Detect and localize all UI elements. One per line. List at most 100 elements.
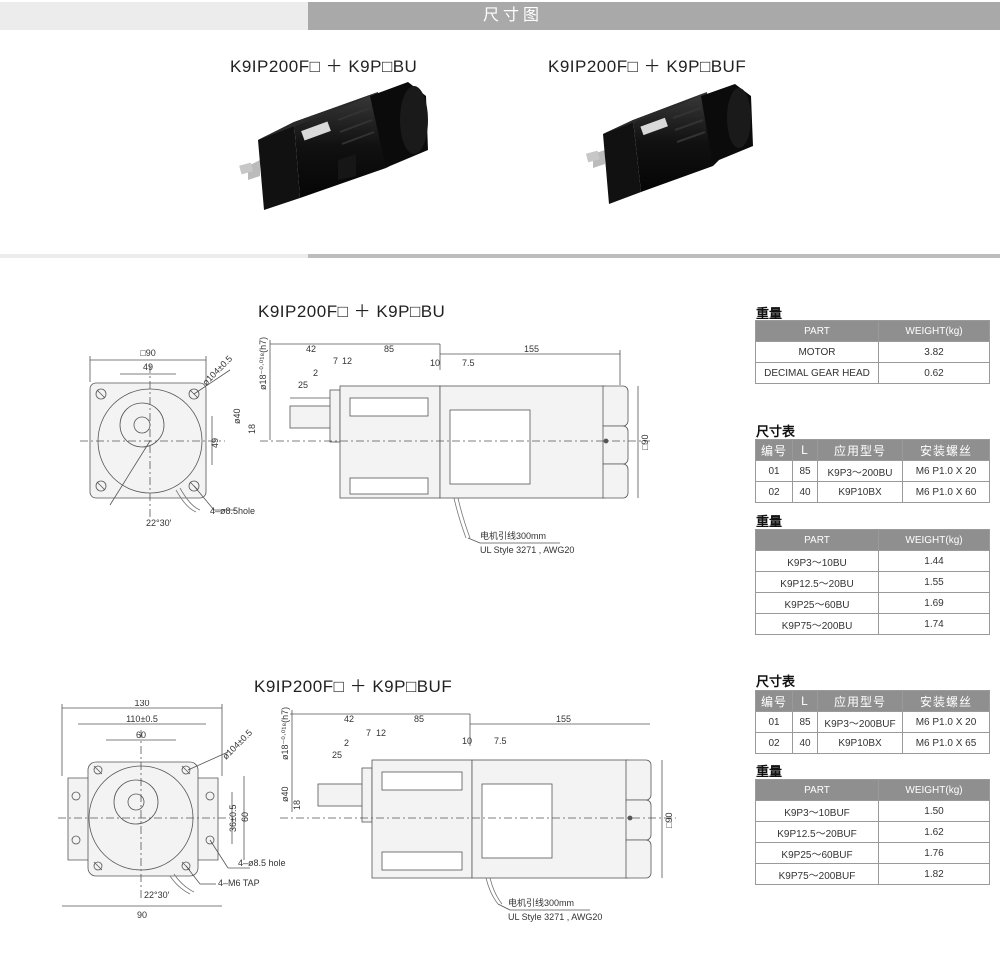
table-cell: 40: [792, 732, 818, 754]
dim-side-85: 85: [384, 344, 394, 354]
dim-buf-shaft-d18: ø18⁻⁰⋅⁰¹⁸(h7): [280, 707, 290, 760]
lead-buf-label-cn: 电机引线300mm: [508, 897, 574, 908]
table-cell: 3.82: [878, 341, 990, 363]
table-motor-weight: PART WEIGHT(kg) MOTOR 3.82 DECIMAL GEAR …: [755, 320, 990, 384]
dim-side-d40: ø40: [232, 408, 242, 424]
label-bu-weight: 重量: [756, 514, 783, 529]
dim-side-155: 155: [524, 344, 539, 354]
table-cell: K9P12.5～20BUF: [755, 821, 879, 843]
dim-buf-side-42: 42: [344, 714, 354, 724]
table-cell: K9P25～60BU: [755, 592, 879, 614]
drawing-title-buf: K9IP200F□ ＋ K9P□BUF: [254, 677, 453, 696]
table-cell: M6 P1.0 X 20: [902, 460, 990, 482]
header-bar-right: [308, 2, 1000, 30]
table-cell: M6 P1.0 X 60: [902, 481, 990, 503]
dim-front-inner: 49: [143, 362, 153, 372]
dim-buf-side-d40: ø40: [280, 786, 290, 802]
lead-buf-label-en: UL Style 3271 , AWG20: [508, 912, 602, 922]
dim-buf-130: 130: [134, 700, 149, 708]
table-cell: K9P3～200BU: [817, 460, 903, 482]
table-cell: 1.82: [878, 863, 990, 885]
table-row: 02 40 K9P10BX M6 P1.0 X 65: [755, 732, 990, 754]
table-header: WEIGHT(kg): [878, 779, 990, 801]
table-row: 01 85 K9P3～200BU M6 P1.0 X 20: [755, 460, 990, 482]
drawing-buf: 130 110±0.5 60 ø104±0.5 36±0.5 60 4–ø8.5…: [58, 700, 676, 922]
dim-buf-side-18: 18: [292, 800, 302, 810]
dim-side-7: 7: [333, 356, 338, 366]
table-cell: 1.55: [878, 571, 990, 593]
table-cell: 85: [792, 460, 818, 482]
dim-front-right: 49: [210, 438, 220, 448]
dim-buf-diam: ø104±0.5: [220, 727, 254, 761]
table-cell: K9P3～10BU: [755, 550, 879, 572]
product-title-buf: K9IP200F□ ＋ K9P□BUF: [548, 57, 747, 76]
dim-buf-side-25: 25: [332, 750, 342, 760]
table-cell: M6 P1.0 X 20: [902, 711, 990, 733]
page-title: 尺寸图: [482, 7, 543, 24]
table-buf-dim: 编号 L 应用型号 安装螺丝 01 85 K9P3～200BUF M6 P1.0…: [755, 690, 990, 754]
label-buf-dim: 尺寸表: [756, 674, 796, 689]
label-buf-weight: 重量: [756, 764, 783, 779]
table-cell: 01: [755, 460, 793, 482]
table-cell: 02: [755, 481, 793, 503]
dim-front-hole: 4–ø8.5hole: [210, 506, 255, 516]
table-cell: 02: [755, 732, 793, 754]
table-header: L: [792, 690, 818, 712]
product-title-bu: K9IP200F□ ＋ K9P□BU: [230, 57, 418, 76]
dim-side-90: □90: [640, 435, 650, 450]
dim-shaft-d18: ø18⁻⁰⋅⁰¹⁸(h7): [258, 337, 268, 390]
dim-side-12: 12: [342, 356, 352, 366]
label-bu-dim: 尺寸表: [756, 424, 796, 439]
table-bu-dim: 编号 L 应用型号 安装螺丝 01 85 K9P3～200BU M6 P1.0 …: [755, 439, 990, 503]
table-header: PART: [755, 779, 879, 801]
dim-side-10: 10: [430, 358, 440, 368]
product-photo-buf: [585, 84, 753, 204]
product-photo-bu: [239, 82, 428, 210]
table-header: 编号: [755, 439, 793, 461]
dim-front-angle: 22°30′: [146, 518, 172, 528]
separator-right: [308, 254, 1000, 258]
table-cell: K9P10BX: [817, 481, 903, 503]
table-cell: 40: [792, 481, 818, 503]
dim-side-2: 2: [313, 368, 318, 378]
dim-side-25: 25: [298, 380, 308, 390]
dim-buf-90: 90: [137, 910, 147, 920]
dim-buf-side-85: 85: [414, 714, 424, 724]
table-cell: 1.76: [878, 842, 990, 864]
table-cell: K9P3～10BUF: [755, 800, 879, 822]
dim-buf-side-10: 10: [462, 736, 472, 746]
dim-buf-side-2: 2: [344, 738, 349, 748]
table-cell: K9P3～200BUF: [817, 711, 903, 733]
lead-label-en: UL Style 3271 , AWG20: [480, 545, 574, 555]
dim-buf-side-75: 7.5: [494, 736, 507, 746]
header-bar-left: [0, 2, 308, 30]
table-header: 应用型号: [817, 439, 903, 461]
dim-buf-110: 110±0.5: [126, 714, 158, 724]
table-cell: K9P10BX: [817, 732, 903, 754]
table-cell: 1.50: [878, 800, 990, 822]
table-cell: MOTOR: [755, 341, 879, 363]
lead-label-cn: 电机引线300mm: [480, 530, 546, 541]
dim-buf-tap: 4–M6 TAP: [218, 878, 260, 888]
dim-buf-60: 60: [136, 730, 146, 740]
table-cell: DECIMAL GEAR HEAD: [755, 362, 879, 384]
table-header: L: [792, 439, 818, 461]
table-cell: M6 P1.0 X 65: [902, 732, 990, 754]
table-cell: 1.44: [878, 550, 990, 572]
dim-buf-side-7: 7: [366, 728, 371, 738]
table-header: 应用型号: [817, 690, 903, 712]
dim-buf-side-12: 12: [376, 728, 386, 738]
drawing-title-bu: K9IP200F□ ＋ K9P□BU: [258, 302, 446, 321]
table-header: 安装螺丝: [902, 690, 990, 712]
separator-left: [0, 254, 308, 258]
table-row: DECIMAL GEAR HEAD 0.62: [755, 362, 990, 384]
